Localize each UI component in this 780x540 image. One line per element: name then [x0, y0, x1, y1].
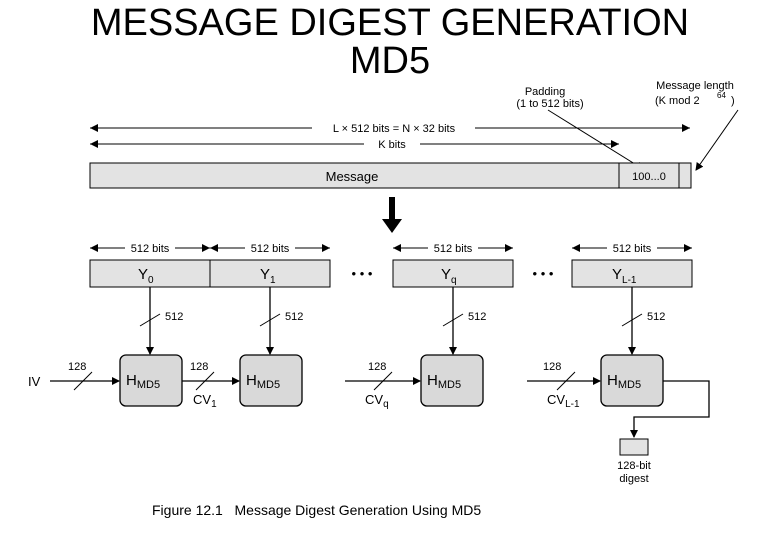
- padding-label: Padding: [525, 86, 565, 98]
- split-arrow-shaft: [389, 197, 395, 221]
- svg-text:512: 512: [468, 311, 486, 323]
- digest-label-line-2: digest: [619, 473, 648, 485]
- block-y0: [89, 259, 211, 288]
- cvq-label: CVq: [365, 392, 389, 410]
- k-dimension-arrow-left: [90, 140, 98, 148]
- hmd5-label-0: HMD5: [126, 372, 160, 391]
- cvlast-width-slash: [556, 371, 576, 391]
- width-slash-y1: 512: [259, 311, 303, 327]
- message-label: Message: [326, 169, 379, 184]
- split-arrow-head: [382, 219, 402, 233]
- width-slash-yq: 512: [442, 311, 486, 327]
- l-dimension-arrow-right: [682, 124, 690, 132]
- svg-text:512: 512: [647, 311, 665, 323]
- block-y0-label: Y0: [138, 266, 154, 286]
- svg-text:512 bits: 512 bits: [613, 243, 652, 255]
- message-length-arrow: [695, 109, 739, 171]
- digest-box: [619, 438, 649, 456]
- block-size-marker-last: 512 bits: [572, 243, 692, 255]
- message-length-mod-label: (K mod 2: [655, 95, 700, 107]
- iv-width-label: 128: [68, 361, 86, 373]
- padding-value: 100...0: [632, 171, 666, 183]
- cvlast-label: CVL-1: [547, 392, 580, 410]
- svg-text:512 bits: 512 bits: [131, 243, 170, 255]
- iv-label: IV: [28, 374, 41, 389]
- message-bar: [89, 162, 692, 189]
- block-y1-label: Y1: [260, 266, 276, 286]
- hmd5-label-last: HMD5: [607, 372, 641, 391]
- block-ellipsis-1: • • •: [352, 266, 373, 281]
- digest-output-path: [630, 380, 710, 438]
- l-dimension-label: L × 512 bits = N × 32 bits: [333, 123, 456, 135]
- padding-range-label: (1 to 512 bits): [516, 98, 583, 110]
- l-dimension-arrow-left: [90, 124, 98, 132]
- cv1-width-label: 128: [190, 361, 208, 373]
- block-size-marker-1: 512 bits: [210, 243, 330, 255]
- hmd5-label-1: HMD5: [246, 372, 280, 391]
- cvlast-width-label: 128: [543, 361, 561, 373]
- block-yq: [392, 259, 514, 288]
- block-yq-label: Yq: [441, 266, 457, 286]
- digest-label-line-1: 128-bit: [617, 460, 651, 472]
- width-slash-y0: 512: [139, 311, 183, 327]
- block-ylast-label: YL-1: [612, 266, 637, 286]
- width-slash-ylast: 512: [621, 311, 665, 327]
- cv1-width-slash: [195, 371, 215, 391]
- padding-arrow: [547, 109, 644, 170]
- iv-width-slash: [73, 371, 93, 391]
- message-length-close: ): [731, 95, 735, 107]
- figure-caption: Figure 12.1 Message Digest Generation Us…: [152, 502, 481, 518]
- message-length-exponent: 64: [717, 91, 726, 100]
- cvq-width-slash: [373, 371, 393, 391]
- hmd5-box-q: [420, 354, 484, 407]
- title-line-1: MESSAGE DIGEST GENERATION: [90, 2, 690, 44]
- cv1-label: CV1: [193, 392, 217, 410]
- svg-text:512 bits: 512 bits: [434, 243, 473, 255]
- page-title: MESSAGE DIGEST GENERATION MD5: [0, 4, 780, 80]
- svg-text:512: 512: [285, 311, 303, 323]
- hmd5-box-1: [239, 354, 303, 407]
- k-dimension-label: K bits: [378, 139, 406, 151]
- message-length-label: Message length: [656, 80, 734, 92]
- svg-text:512 bits: 512 bits: [251, 243, 290, 255]
- title-line-2: MD5: [349, 40, 431, 82]
- block-ellipsis-2: • • •: [533, 266, 554, 281]
- k-dimension-arrow-right: [611, 140, 619, 148]
- cvq-width-label: 128: [368, 361, 386, 373]
- svg-text:512: 512: [165, 311, 183, 323]
- block-size-marker-0: 512 bits: [90, 243, 210, 255]
- hmd5-label-q: HMD5: [427, 372, 461, 391]
- block-size-marker-q: 512 bits: [393, 243, 513, 255]
